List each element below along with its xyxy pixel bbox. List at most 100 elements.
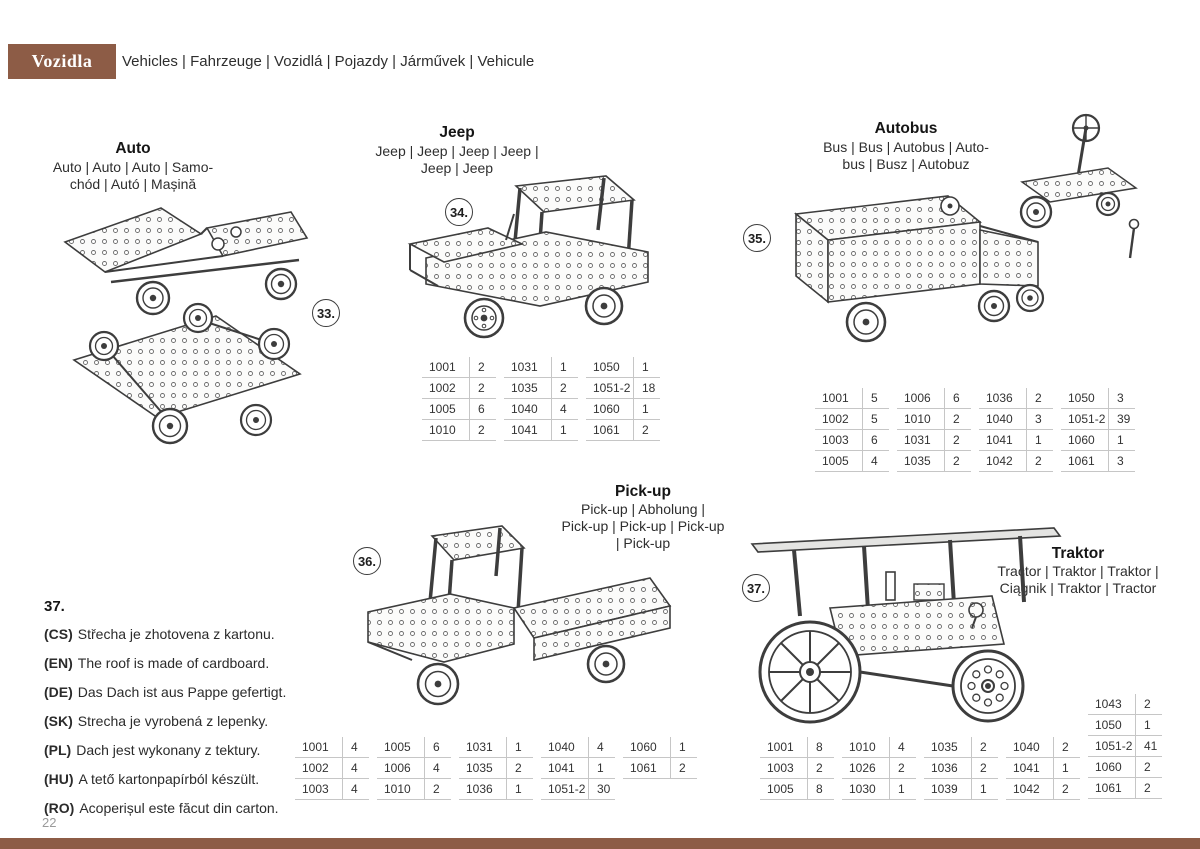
part-number: 1060 [623, 737, 671, 757]
footer-bar [0, 838, 1200, 849]
part-number: 1010 [422, 420, 470, 440]
part-number: 1003 [760, 758, 808, 778]
parts-row: 1060 1 [586, 399, 660, 420]
wheel-icon [584, 286, 624, 326]
pickup-subtitle-line: Pick-up | Abholung | [580, 501, 706, 517]
parts-row: 1035 2 [459, 758, 533, 779]
part-quantity: 1 [597, 761, 604, 775]
wheel-icon [88, 330, 120, 362]
parts-row: 1005 6 [377, 737, 451, 758]
part-number: 1001 [422, 357, 470, 377]
part-quantity: 4 [351, 740, 358, 754]
part-quantity: 2 [1062, 740, 1069, 754]
part-quantity: 1 [642, 402, 649, 416]
wheel-icon [1095, 191, 1121, 217]
part-number: 1035 [459, 758, 507, 778]
note-lang-tag: (RO) [44, 800, 75, 816]
part-number: 1060 [586, 399, 634, 419]
part-number: 1036 [979, 388, 1027, 408]
autobus-title: Autobus [874, 120, 938, 137]
part-number: 1005 [815, 451, 863, 471]
part-number: 1061 [586, 420, 634, 440]
autobus-subtitle-line: Bus | Bus | Autobus | Auto- [823, 139, 989, 155]
part-quantity: 1 [1062, 761, 1069, 775]
part-number: 1061 [1088, 778, 1136, 798]
wheel-icon [951, 649, 1025, 723]
note-line-de: (DE)Das Dach ist aus Pappe gefertigt. [44, 683, 344, 701]
parts-row: 1061 2 [1088, 778, 1162, 799]
part-quantity: 4 [351, 782, 358, 796]
part-quantity: 1 [560, 360, 567, 374]
part-number: 1041 [1006, 758, 1054, 778]
traktor-title: Traktor [1051, 545, 1105, 562]
part-number: 1043 [1088, 694, 1136, 714]
traktor-subtitle: Tractor | Traktor | Traktor | Ciągnik | … [978, 563, 1178, 597]
part-number: 1002 [815, 409, 863, 429]
page-number: 22 [42, 815, 57, 830]
part-quantity: 1 [642, 360, 649, 374]
part-quantity: 2 [1144, 781, 1151, 795]
note-text: A tető kartonpapírból készült. [78, 771, 260, 787]
part-number: 1010 [897, 409, 945, 429]
wheel-icon [257, 327, 291, 361]
part-number: 1036 [924, 758, 972, 778]
note-text: The roof is made of cardboard. [77, 655, 270, 671]
wheel-icon [151, 407, 189, 445]
part-quantity: 2 [433, 782, 440, 796]
note-lang-tag: (CS) [44, 626, 73, 642]
part-quantity: 2 [478, 381, 485, 395]
part-number: 1005 [377, 737, 425, 757]
autobus-subtitle: Bus | Bus | Autobus | Auto- bus | Busz |… [806, 139, 1006, 173]
traktor-subtitle-line: Tractor | Traktor | Traktor | [997, 563, 1159, 579]
part-quantity: 4 [433, 761, 440, 775]
note-line-hu: (HU)A tető kartonpapírból készült. [44, 770, 344, 788]
wheel-icon [845, 301, 887, 343]
note-number: 37. [44, 598, 65, 615]
section-translations: Vehicles | Fahrzeuge | Vozidlá | Pojazdy… [122, 53, 535, 70]
parts-row: 1041 1 [1006, 758, 1080, 779]
part-quantity: 6 [871, 433, 878, 447]
part-number: 1050 [1061, 388, 1109, 408]
spoked-wheel-icon [758, 620, 862, 724]
part-quantity: 6 [433, 740, 440, 754]
part-number: 1040 [541, 737, 589, 757]
part-number: 1003 [295, 779, 343, 799]
part-number: 1036 [459, 779, 507, 799]
part-number: 1031 [897, 430, 945, 450]
part-quantity: 1 [515, 740, 522, 754]
part-number: 1006 [897, 388, 945, 408]
part-number: 1051-2 [1088, 736, 1136, 756]
part-quantity: 1 [898, 782, 905, 796]
part-quantity: 2 [515, 761, 522, 775]
part-quantity: 2 [1035, 454, 1042, 468]
part-number: 1001 [760, 737, 808, 757]
jeep-title: Jeep [439, 124, 475, 141]
